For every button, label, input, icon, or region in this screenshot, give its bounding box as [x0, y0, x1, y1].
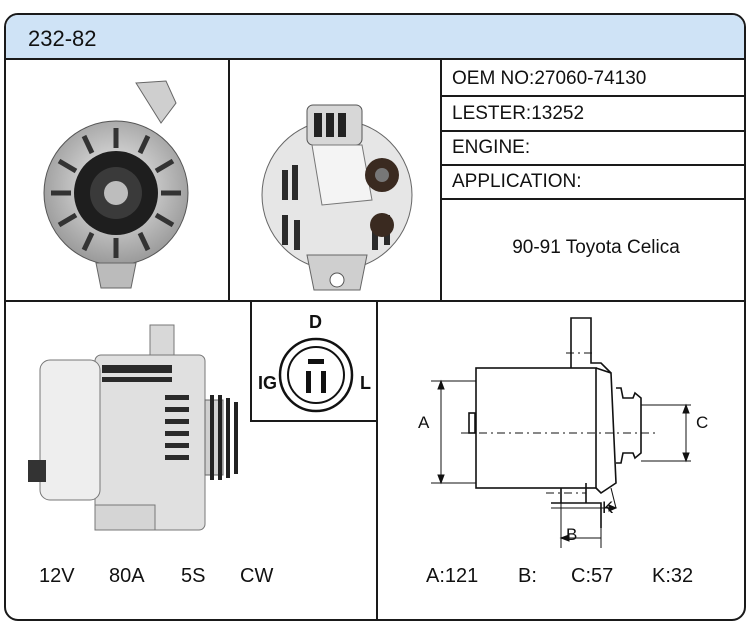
- connector-terminal-l: L: [360, 373, 371, 393]
- divider-spec-4: [440, 198, 744, 200]
- lester-value: 13252: [531, 103, 585, 124]
- oem-number: OEM NO:27060-74130: [452, 68, 646, 90]
- oem-value: 27060-74130: [534, 68, 647, 89]
- alternator-side-photo: [28, 324, 238, 531]
- part-number-title: 232-82: [28, 26, 97, 51]
- divider-vertical-1: [228, 60, 230, 302]
- spec-pulley: 5S: [181, 565, 206, 587]
- header-bar: 232-82: [6, 15, 744, 60]
- dimension-label-k: K: [602, 498, 614, 517]
- dimension-label-c: C: [696, 413, 709, 432]
- oem-label: OEM NO:: [452, 68, 535, 89]
- divider-vertical-2: [440, 60, 442, 302]
- application-label: APPLICATION:: [452, 171, 582, 192]
- engine-row: ENGINE:: [452, 137, 530, 159]
- connector-box-left: [250, 300, 252, 422]
- dimension-label-a: A: [418, 413, 430, 432]
- dimension-b-value: B:: [518, 565, 537, 587]
- dimension-label-b: B: [566, 525, 578, 544]
- dimension-k-value: K:32: [652, 565, 694, 587]
- connector-terminal-ig: IG: [258, 373, 278, 393]
- spec-amperage: 80A: [109, 565, 145, 587]
- application-value: 90-91 Toyota Celica: [512, 237, 680, 258]
- divider-spec-1: [440, 95, 744, 97]
- connector-box-bottom: [250, 420, 378, 422]
- alternator-front-photo: [43, 80, 189, 289]
- lester-label: LESTER:: [452, 103, 532, 124]
- product-sheet: 232-82 OEM NO:27060-74130 LESTER:13252 E…: [4, 13, 746, 621]
- connector-terminal-d: D: [309, 312, 322, 332]
- engine-label: ENGINE:: [452, 137, 531, 158]
- spec-voltage: 12V: [39, 565, 75, 587]
- application-row: APPLICATION:: [452, 171, 582, 193]
- dimension-c-value: C:57: [571, 565, 614, 587]
- divider-spec-2: [440, 130, 744, 132]
- dimension-a-value: A:121: [426, 565, 479, 587]
- alternator-rear-photo: [261, 104, 413, 291]
- divider-vertical-3: [376, 300, 378, 619]
- spec-rotation: CW: [240, 565, 274, 587]
- lester-number: LESTER:13252: [452, 103, 584, 125]
- dimension-drawing: [431, 317, 691, 548]
- divider-spec-3: [440, 164, 744, 166]
- divider-horizontal-mid: [6, 300, 744, 302]
- connector-diagram: [278, 337, 354, 413]
